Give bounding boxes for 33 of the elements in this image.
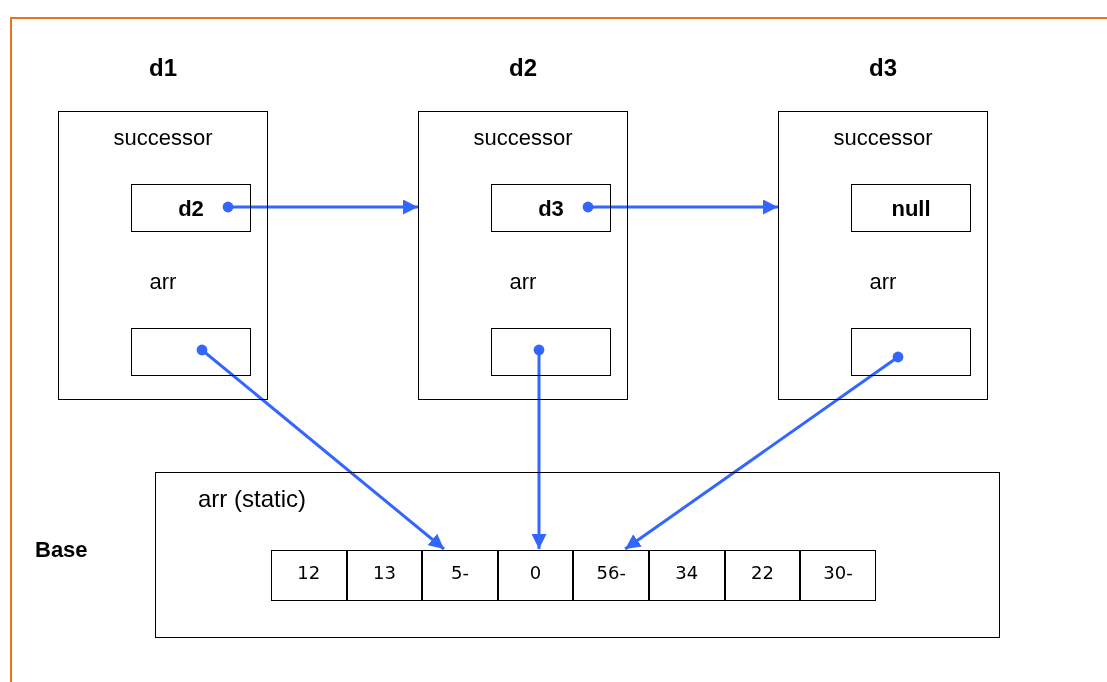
array-cell: 30- xyxy=(800,550,876,601)
array-name: arr (static) xyxy=(198,485,306,513)
array-cell: 22 xyxy=(724,550,801,601)
object-name: d2 xyxy=(508,54,538,82)
pointer-arrow xyxy=(196,344,445,551)
pointer-arrow xyxy=(582,199,778,215)
array-cell: 5- xyxy=(422,550,498,601)
field-name: successor xyxy=(112,125,214,151)
field-name: arr xyxy=(148,269,178,295)
value-field xyxy=(491,184,611,232)
area-name: Base xyxy=(35,537,88,563)
value-field xyxy=(131,328,251,376)
object-name: d3 xyxy=(868,54,898,82)
array-cell: 12 xyxy=(271,550,347,601)
pointer-arrow xyxy=(624,351,904,551)
value-field xyxy=(491,328,611,376)
pointer-arrow xyxy=(531,344,547,549)
field-value: null xyxy=(890,196,932,222)
value-field xyxy=(851,328,971,376)
field-name: arr xyxy=(868,269,898,295)
array-cell: 13 xyxy=(346,550,423,601)
array-cell: 0 xyxy=(497,550,574,601)
field-name: successor xyxy=(832,125,934,151)
pointer-arrow xyxy=(222,199,418,215)
value-field xyxy=(131,184,251,232)
field-name: successor xyxy=(472,125,574,151)
value-field xyxy=(851,184,971,232)
field-name: arr xyxy=(508,269,538,295)
object-name: d1 xyxy=(148,54,178,82)
array-cell: 34 xyxy=(649,550,725,601)
array-cell: 56- xyxy=(573,550,649,601)
field-value: d2 xyxy=(177,196,205,222)
field-value: d3 xyxy=(537,196,565,222)
